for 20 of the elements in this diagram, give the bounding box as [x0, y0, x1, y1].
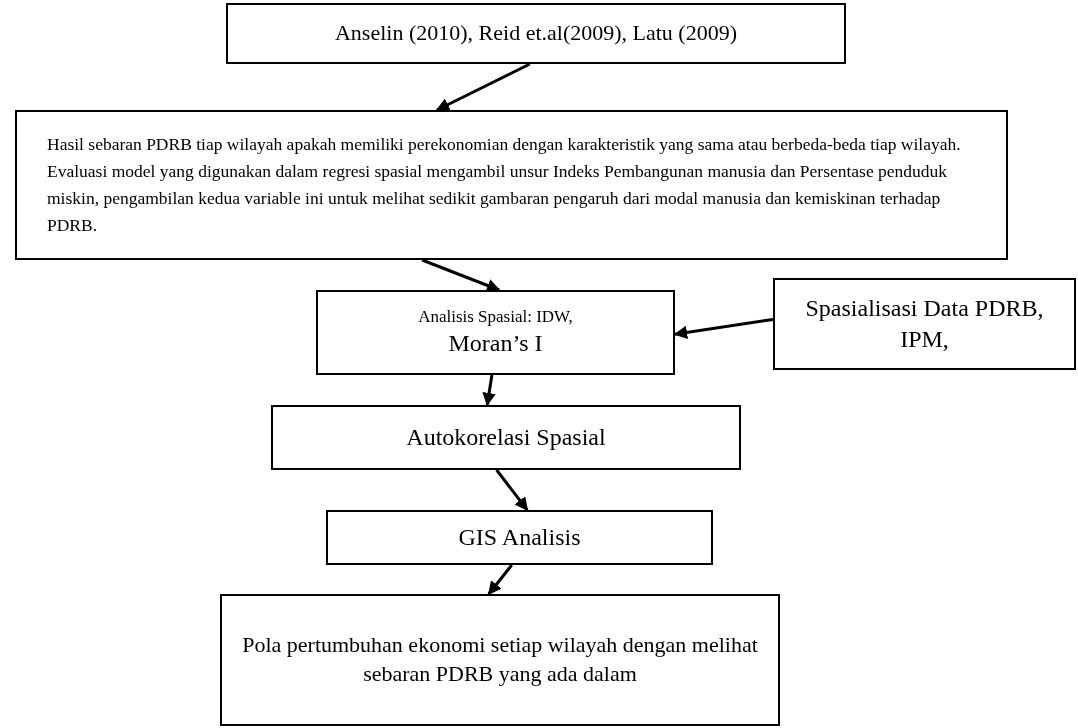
node-text: Spasialisasi Data PDRB, IPM, — [804, 293, 1045, 354]
node-text: Anselin (2010), Reid et.al(2009), Latu (2009) — [335, 19, 737, 48]
process-box — [271, 405, 741, 470]
node-text: Analisis Spasial: IDW, — [418, 305, 573, 328]
node-text: Pola pertumbuhan ekonomi setiap wilayah dengan melihat sebaran PDRB yang ada dalam — [241, 631, 759, 688]
arrow — [435, 62, 531, 112]
process-box — [226, 3, 846, 64]
arrow — [495, 469, 529, 512]
arrow — [482, 374, 496, 407]
arrow — [421, 258, 501, 292]
node-text: GIS Analisis — [458, 522, 581, 552]
process-box — [15, 110, 1008, 260]
node-text: Moran’s I — [448, 328, 543, 358]
arrow — [487, 564, 513, 596]
node-text: Autokorelasi Spasial — [406, 422, 606, 452]
node-text: Hasil sebaran PDRB tiap wilayah apakah memiliki perekonomian dengan karakteristik yang sama atau berbeda-beda tiap wilayah. Evaluasi model yang digunakan dalam regresi spasial mengambil unsur Indeks Pembangunan manusia dan Persentase penduduk miskin, pengambilan kedua variable ini untuk melihat sedikit gambaran pengaruh dari modal manusia dan kemiskinan terhadap PDRB. — [47, 132, 962, 238]
process-box — [773, 278, 1076, 370]
process-box — [316, 290, 675, 375]
process-box — [220, 594, 780, 726]
process-box — [326, 510, 713, 565]
